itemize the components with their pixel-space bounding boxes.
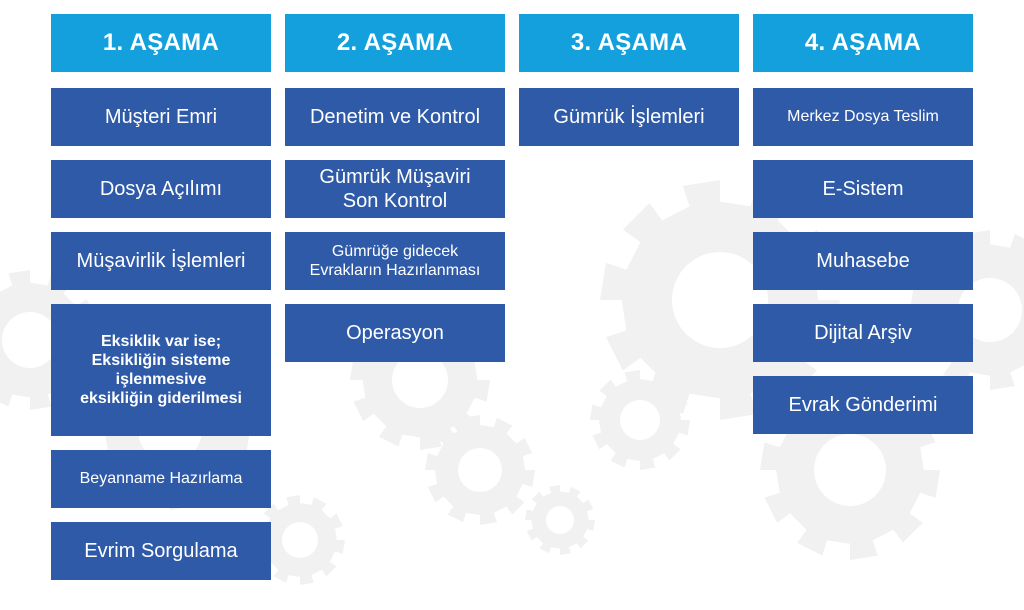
gear-hole bbox=[546, 506, 574, 534]
gear-hole bbox=[620, 400, 660, 440]
stage-1-step-2: Dosya Açılımı bbox=[51, 160, 271, 218]
stage-4-step-3: Muhasebe bbox=[753, 232, 973, 290]
stage-1-step-4: Eksiklik var ise; Eksikliğin sisteme işl… bbox=[51, 304, 271, 436]
gear-hole bbox=[814, 434, 886, 506]
stage-column-2: 2. AŞAMA Denetim ve Kontrol Gümrük Müşav… bbox=[285, 14, 505, 376]
stage-column-4: 4. AŞAMA Merkez Dosya Teslim E-Sistem Mu… bbox=[753, 14, 973, 448]
stage-1-header: 1. AŞAMA bbox=[51, 14, 271, 72]
gear-hole bbox=[672, 252, 768, 348]
stage-2-step-1: Denetim ve Kontrol bbox=[285, 88, 505, 146]
gear-hole bbox=[458, 448, 502, 492]
stage-1-step-1: Müşteri Emri bbox=[51, 88, 271, 146]
stage-1-step-6: Evrim Sorgulama bbox=[51, 522, 271, 580]
stage-2-step-4: Operasyon bbox=[285, 304, 505, 362]
stage-column-1: 1. AŞAMA Müşteri Emri Dosya Açılımı Müşa… bbox=[51, 14, 271, 594]
stage-4-header: 4. AŞAMA bbox=[753, 14, 973, 72]
stage-4-step-4: Dijital Arşiv bbox=[753, 304, 973, 362]
stage-4-step-1: Merkez Dosya Teslim bbox=[753, 88, 973, 146]
stage-2-header: 2. AŞAMA bbox=[285, 14, 505, 72]
gear-hole bbox=[392, 352, 448, 408]
stage-1-step-3: Müşavirlik İşlemleri bbox=[51, 232, 271, 290]
stage-4-step-5: Evrak Gönderimi bbox=[753, 376, 973, 434]
stage-2-step-3: Gümrüğe gidecek Evrakların Hazırlanması bbox=[285, 232, 505, 290]
stage-1-step-5: Beyanname Hazırlama bbox=[51, 450, 271, 508]
gear-hole bbox=[958, 278, 1022, 342]
stage-2-step-2: Gümrük Müşaviri Son Kontrol bbox=[285, 160, 505, 218]
stage-column-3: 3. AŞAMA Gümrük İşlemleri bbox=[519, 14, 739, 160]
gear-hole bbox=[2, 312, 58, 368]
stage-3-header: 3. AŞAMA bbox=[519, 14, 739, 72]
stage-4-step-2: E-Sistem bbox=[753, 160, 973, 218]
stage-3-step-1: Gümrük İşlemleri bbox=[519, 88, 739, 146]
gear-hole bbox=[282, 522, 318, 558]
